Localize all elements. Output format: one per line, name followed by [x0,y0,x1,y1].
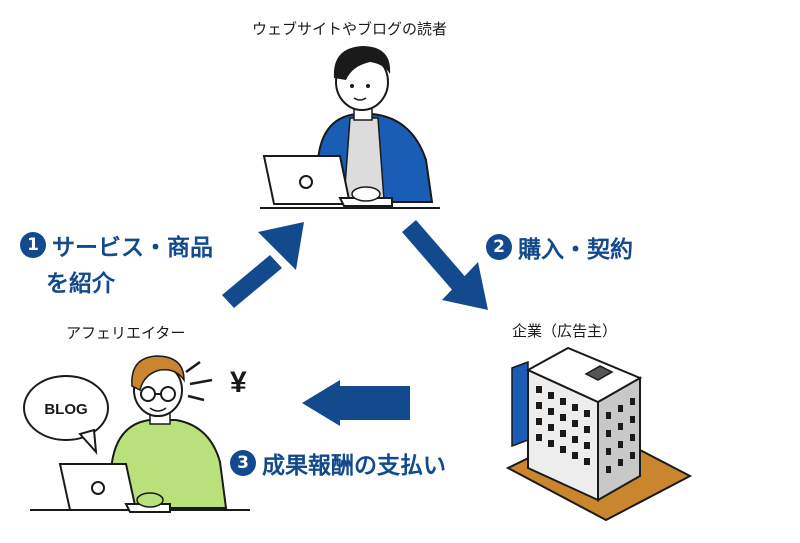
blog-text: BLOG [44,401,87,418]
building-windows [536,386,635,473]
blog-speech-bubble: BLOG [23,375,109,455]
company-building-illustration [505,346,693,522]
arrow-company-to-affiliate [302,380,410,426]
yen-symbol: ¥ [230,366,247,399]
step-1-text-line2: を紹介 [46,271,115,297]
affiliate-illustration: BLOG ¥ [23,355,250,513]
arrow-reader-to-company [402,220,488,310]
step-2-label: 2 購入・契約 [486,230,633,264]
step-1-label: 1 サービス・商品 を紹介 [20,228,213,298]
step-2-text: 購入・契約 [518,237,633,263]
reader-label: ウェブサイトやブログの読者 [252,20,448,38]
arrow-affiliate-to-reader [222,222,304,308]
reader-illustration [260,46,440,209]
step-3-text: 成果報酬の支払い [262,453,446,479]
step-1-text-line1: サービス・商品 [52,235,213,261]
step-1-number: 1 [20,232,46,258]
company-label: 企業（広告主） [512,322,618,340]
step-2-number: 2 [486,234,512,260]
affiliate-label: アフェリエイター [66,324,186,342]
step-3-label: 3 成果報酬の支払い [230,446,446,480]
step-3-number: 3 [230,450,256,476]
